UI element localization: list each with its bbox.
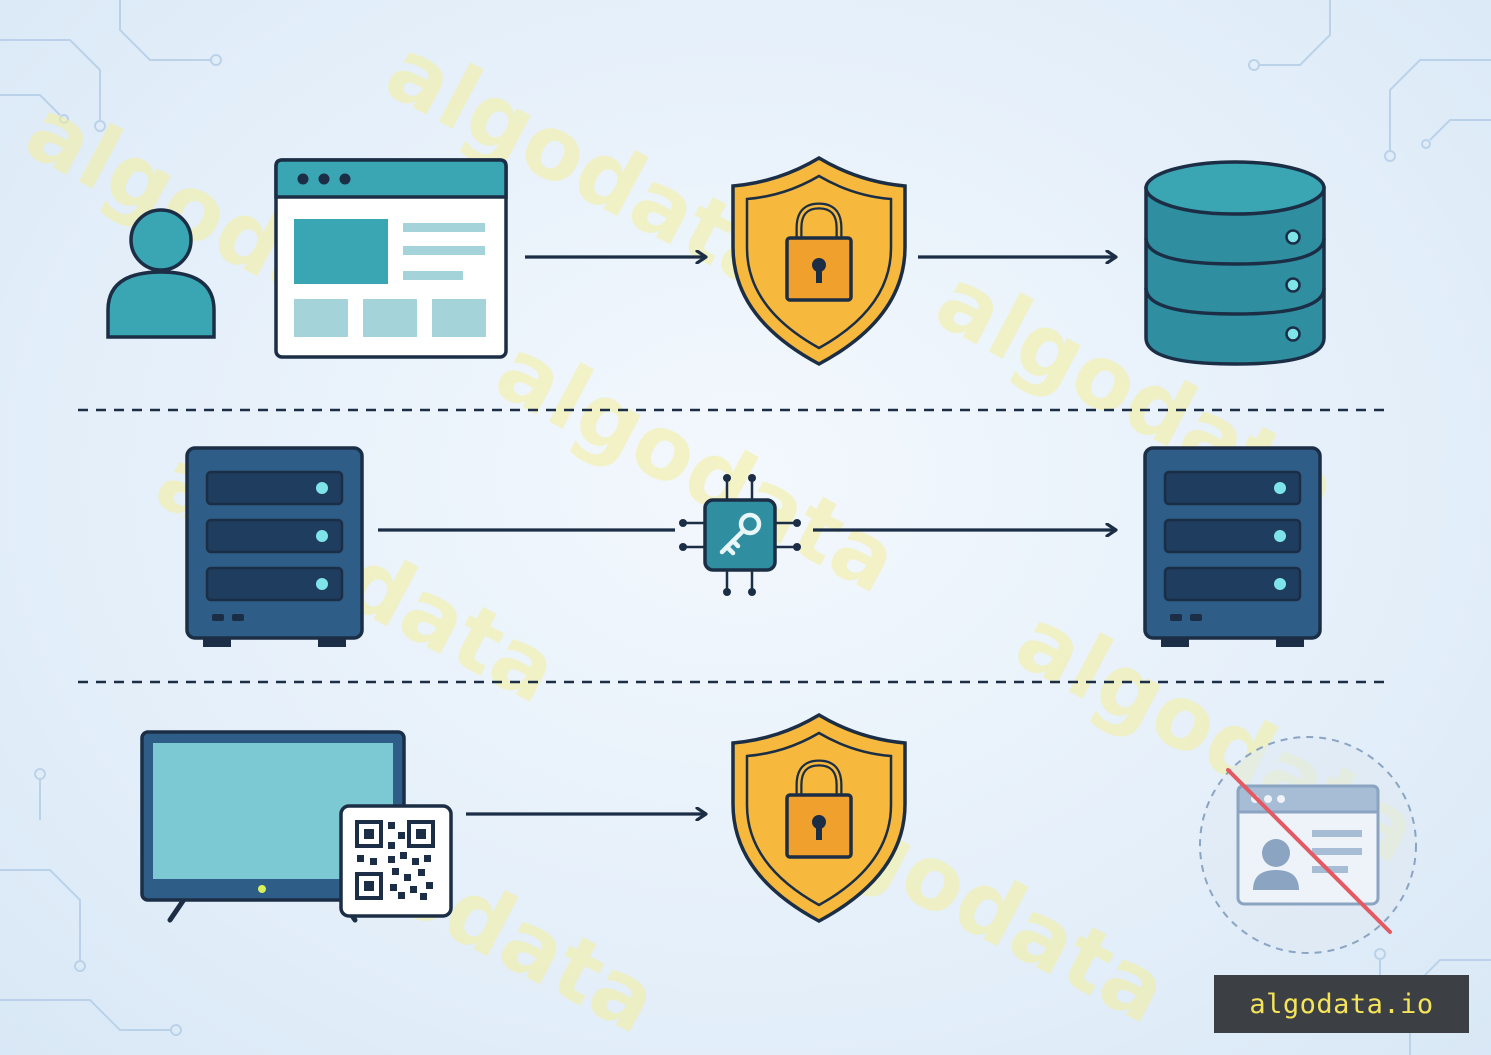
watermark-text: algodata <box>480 318 914 614</box>
qr-code-icon <box>339 804 453 918</box>
security-shield-icon <box>731 712 907 923</box>
tv-icon <box>140 730 406 923</box>
database-icon <box>1144 160 1326 366</box>
security-shield-icon <box>731 155 907 366</box>
key-chip-icon <box>679 474 801 596</box>
web-browser-icon <box>274 158 508 359</box>
brand-badge-text: algodata.io <box>1249 988 1434 1020</box>
brand-badge: algodata.io <box>1214 975 1469 1033</box>
identity-card-disabled-icon <box>1199 736 1417 954</box>
server-icon <box>185 446 364 647</box>
server-icon <box>1143 446 1322 647</box>
user-icon <box>106 208 216 339</box>
